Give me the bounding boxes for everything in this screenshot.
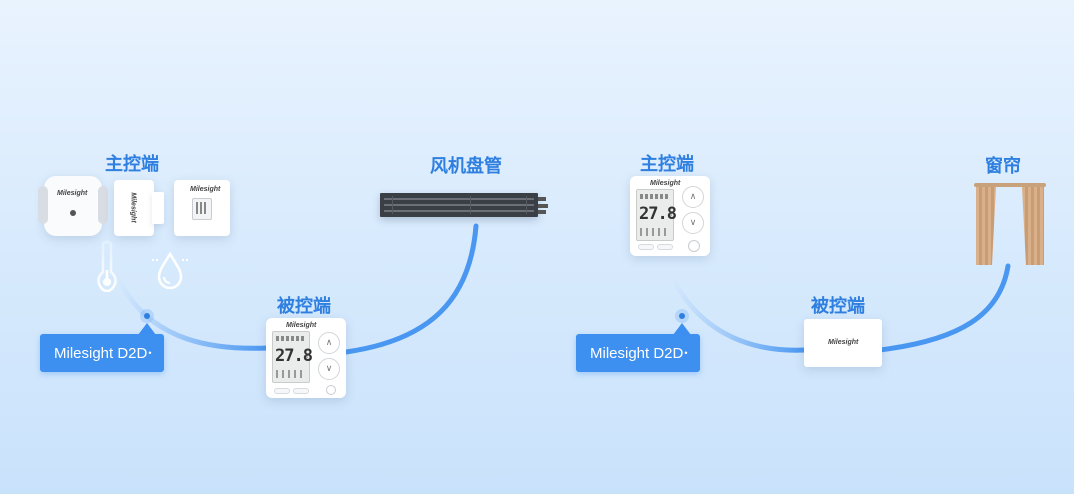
fan-button[interactable] — [293, 388, 309, 394]
thermostat-master: Milesight 27.8 % ∧ ∨ — [630, 176, 710, 256]
slave-left-label: 被控端 — [277, 296, 331, 317]
slave-right-label: 被控端 — [811, 296, 865, 317]
power-icon[interactable] — [688, 240, 700, 252]
curtain-illustration — [974, 183, 1046, 265]
d2d-badge-left: Milesight D2D• — [40, 334, 164, 372]
curtain-label: 窗帘 — [985, 156, 1021, 177]
fan-coil-unit — [380, 193, 538, 217]
chevron-down-icon[interactable]: ∨ — [682, 212, 704, 234]
mode-button[interactable] — [274, 388, 290, 394]
thermometer-icon — [97, 240, 117, 292]
thermostat-slave: Milesight 27.8 % ∧ ∨ — [266, 318, 346, 398]
brand-logo: Milesight — [286, 322, 317, 329]
link-slave-to-curtain — [877, 263, 1011, 353]
brand-logo: Milesight — [57, 190, 88, 197]
temperature-readout: 27.8 — [275, 346, 313, 366]
fan-button[interactable] — [657, 244, 673, 250]
unit-readout: % — [305, 354, 309, 360]
chevron-up-icon[interactable]: ∧ — [318, 332, 340, 354]
thermostat-display: 27.8 % — [636, 189, 677, 241]
signal-dot — [675, 309, 689, 323]
mode-button[interactable] — [638, 244, 654, 250]
master-right-label: 主控端 — [640, 154, 694, 175]
brand-logo: Milesight — [828, 339, 859, 346]
fan-coil-label: 风机盘管 — [430, 156, 502, 177]
badge-pointer — [138, 323, 156, 335]
chevron-down-icon[interactable]: ∨ — [318, 358, 340, 380]
link-slave-to-fancoil — [343, 223, 479, 355]
thermostat-display: 27.8 % — [272, 331, 313, 383]
unit-readout: % — [669, 212, 673, 218]
power-icon[interactable] — [326, 385, 336, 395]
sensor-device-round: Milesight — [38, 176, 108, 236]
d2d-badge-right: Milesight D2D• — [576, 334, 700, 372]
fan-coil-pipe-fittings — [538, 195, 550, 215]
sensor-device-panel: Milesight — [174, 180, 230, 236]
d2d-badge-text: Milesight D2D — [590, 344, 684, 362]
chevron-up-icon[interactable]: ∧ — [682, 186, 704, 208]
water-drop-icon — [152, 251, 188, 290]
brand-logo: Milesight — [190, 186, 221, 193]
sensor-device-contact: Milesight — [114, 180, 164, 236]
link-master-to-slave-left — [115, 275, 271, 351]
signal-dot — [140, 309, 154, 323]
brand-logo: Milesight — [650, 180, 681, 187]
curtain-controller: Milesight — [804, 319, 882, 367]
temperature-readout: 27.8 — [639, 204, 677, 224]
link-master-to-slave-right — [669, 275, 808, 353]
status-light — [70, 210, 76, 216]
brand-logo: Milesight — [129, 192, 137, 223]
d2d-badge-text: Milesight D2D — [54, 344, 148, 362]
master-left-label: 主控端 — [105, 154, 159, 175]
badge-pointer — [673, 323, 691, 335]
